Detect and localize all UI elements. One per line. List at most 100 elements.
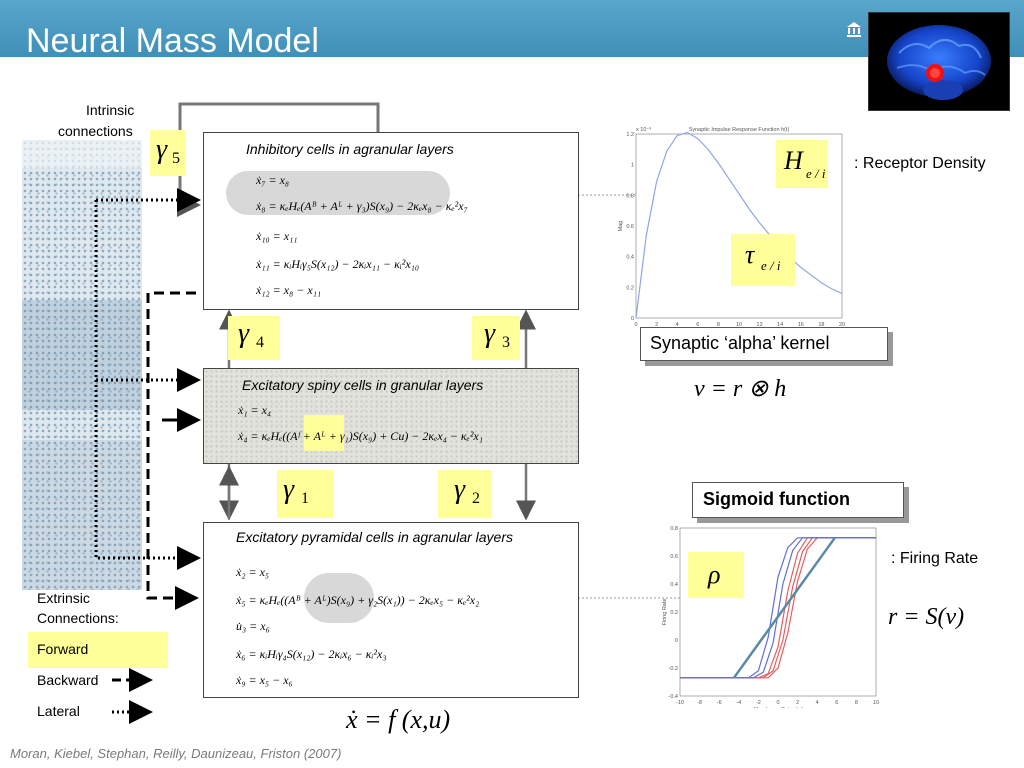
brain-image: [868, 12, 1010, 111]
spiny-panel: Excitatory spiny cells in granular layer…: [203, 368, 579, 464]
x-tick-label: -8: [697, 700, 702, 706]
H-receptor-box: H e / i: [776, 140, 828, 188]
y-tick-label: 0.6: [670, 554, 678, 560]
y-axis-label: Firing Rate: [662, 599, 668, 626]
series-line: [680, 537, 876, 679]
x-tick-label: -4: [736, 700, 741, 706]
legend-forward: Forward: [37, 641, 89, 657]
extrinsic-label-2: Connections:: [37, 610, 119, 626]
rate-equation: r = S(v): [888, 604, 965, 630]
y-tick-label: 0.6: [626, 224, 634, 230]
x-tick-label: 8: [717, 322, 720, 328]
legend-lateral: Lateral: [37, 703, 80, 719]
x-tick-label: -2: [756, 700, 761, 706]
x-tick-label: 14: [777, 322, 783, 328]
series-line: [680, 537, 876, 679]
chart-title: Synaptic Impulse Response Function h(t): [689, 127, 790, 133]
eq-line: ẋ₁₁ = κᵢHᵢγ₅S(x₁₂) − 2κᵢx₁₁ − κᵢ²x₁₀: [256, 257, 420, 271]
eq-line: ẋ₆ = κᵢHᵢγ₄S(x₁₂) − 2κᵢx₆ − κᵢ²x₃: [236, 647, 387, 661]
kernel-label-box: Synaptic ‘alpha’ kernel: [640, 327, 888, 361]
y-tick-label: 0.2: [670, 610, 678, 616]
y-tick-label: 0.2: [626, 285, 634, 291]
series-line: [732, 537, 836, 679]
y-tick-label: 0: [675, 638, 678, 644]
x-tick-label: 8: [855, 700, 858, 706]
receptor-density-label: : Receptor Density: [854, 155, 986, 172]
eq-line: ẋ₁ = x₄: [238, 403, 272, 417]
state-equation: ẋ = f (x,u): [346, 705, 451, 734]
x-tick-label: 10: [736, 322, 742, 328]
y-tick-label: -0.4: [669, 694, 678, 700]
firing-rate-label: : Firing Rate: [891, 550, 979, 567]
eq-line: u̇₃ = x₆: [236, 619, 270, 633]
eq-line: ẋ₁₀ = x₁₁: [256, 229, 298, 243]
series-line: [680, 537, 876, 679]
kernel-label: Synaptic ‘alpha’ kernel: [650, 333, 830, 353]
sigmoid-label: Sigmoid function: [703, 489, 850, 509]
x-tick-label: 6: [696, 322, 699, 328]
highlight-ellipse: [304, 573, 374, 623]
pyramidal-panel: Excitatory pyramidal cells in agranular …: [203, 522, 579, 698]
x-tick-label: 0: [634, 322, 637, 328]
sigmoid-label-box: Sigmoid function: [692, 482, 904, 518]
eq-line: ẋ₁₂ = x₈ − x₁₁: [256, 283, 322, 297]
series-line: [635, 131, 843, 319]
cortex-histology-image: [22, 140, 142, 590]
forward-legend-highlight: [28, 632, 168, 668]
tau-box: τ e / i: [731, 234, 795, 286]
eq-line: ẋ₂ = x₅: [236, 565, 270, 579]
intrinsic-label-2: connections: [58, 123, 133, 139]
x-axis-label: Membrane Potential: [753, 707, 802, 708]
y-tick-label: 0: [631, 316, 634, 322]
eq-line: ẋ₈ = κₑHₑ(Aᴮ + Aᴸ + γ₃)S(x₉) − 2κₑx₈ − κ…: [256, 199, 468, 213]
institution-logo-icon: [845, 20, 863, 38]
convolution-equation: v = r ⊗ h: [694, 376, 787, 402]
x-tick-label: 2: [796, 700, 799, 706]
x-tick-label: 4: [816, 700, 819, 706]
slide-title: Neural Mass Model: [26, 22, 319, 60]
eq-line: ẋ₅ = κₑHₑ((Aᴮ + Aᴸ)S(x₉) + γ₂S(x₁)) − 2κ…: [236, 593, 480, 607]
citation: Moran, Kiebel, Stephan, Reilly, Daunizea…: [10, 746, 342, 761]
sigmoid-chart: -10 -8 -6 -4 -2 0 2 4 6 8 10 -0.4 -0.2 0 0.2 0.4 0.6 0.8M…: [662, 526, 879, 708]
exponent-label: x 10⁻³: [636, 127, 651, 133]
y-tick-label: 0.8: [670, 526, 678, 532]
pyramidal-title: Excitatory pyramidal cells in agranular …: [236, 529, 513, 545]
x-tick-label: 4: [676, 322, 679, 328]
inhibitory-title: Inhibitory cells in agranular layers: [246, 141, 454, 157]
x-tick-label: 6: [835, 700, 838, 706]
y-axis-label: Mag: [618, 221, 624, 232]
x-tick-label: 0: [776, 700, 779, 706]
x-tick-label: 2: [655, 322, 658, 328]
series-line: [680, 537, 876, 679]
eq-line: ẋ₄ = κₑHₑ((Aᶠ + Aᴸ + γ₁)S(x₉) + Cu) − 2κ…: [238, 429, 483, 443]
x-tick-label: -10: [676, 700, 684, 706]
y-tick-label: 0.4: [670, 582, 678, 588]
x-tick-label: 16: [798, 322, 804, 328]
spiny-title: Excitatory spiny cells in granular layer…: [242, 377, 484, 393]
legend-backward: Backward: [37, 672, 99, 688]
x-tick-label: 18: [818, 322, 824, 328]
intrinsic-label-1: Intrinsic: [86, 102, 135, 118]
y-tick-label: 1: [631, 163, 634, 169]
x-tick-label: 20: [839, 322, 845, 328]
rho-box: ρ: [688, 552, 744, 598]
x-tick-label: 10: [873, 700, 879, 706]
inhibitory-panel: Inhibitory cells in agranular layers ẋ₇ …: [203, 132, 579, 310]
series-line: [680, 537, 876, 679]
extrinsic-label-1: Extrinsic: [37, 590, 90, 606]
y-tick-label: -0.2: [669, 666, 678, 672]
eq-line: ẋ₉ = x₅ − x₆: [236, 673, 293, 687]
y-tick-label: 1.2: [626, 132, 634, 138]
y-tick-label: 0.4: [626, 255, 634, 261]
y-tick-label: 0.8: [626, 193, 634, 199]
highlight-ellipse: [226, 171, 450, 215]
eq-line: ẋ₇ = x₈: [256, 173, 290, 187]
x-tick-label: 12: [757, 322, 763, 328]
AF-highlight: [304, 415, 344, 451]
x-tick-label: -6: [717, 700, 722, 706]
